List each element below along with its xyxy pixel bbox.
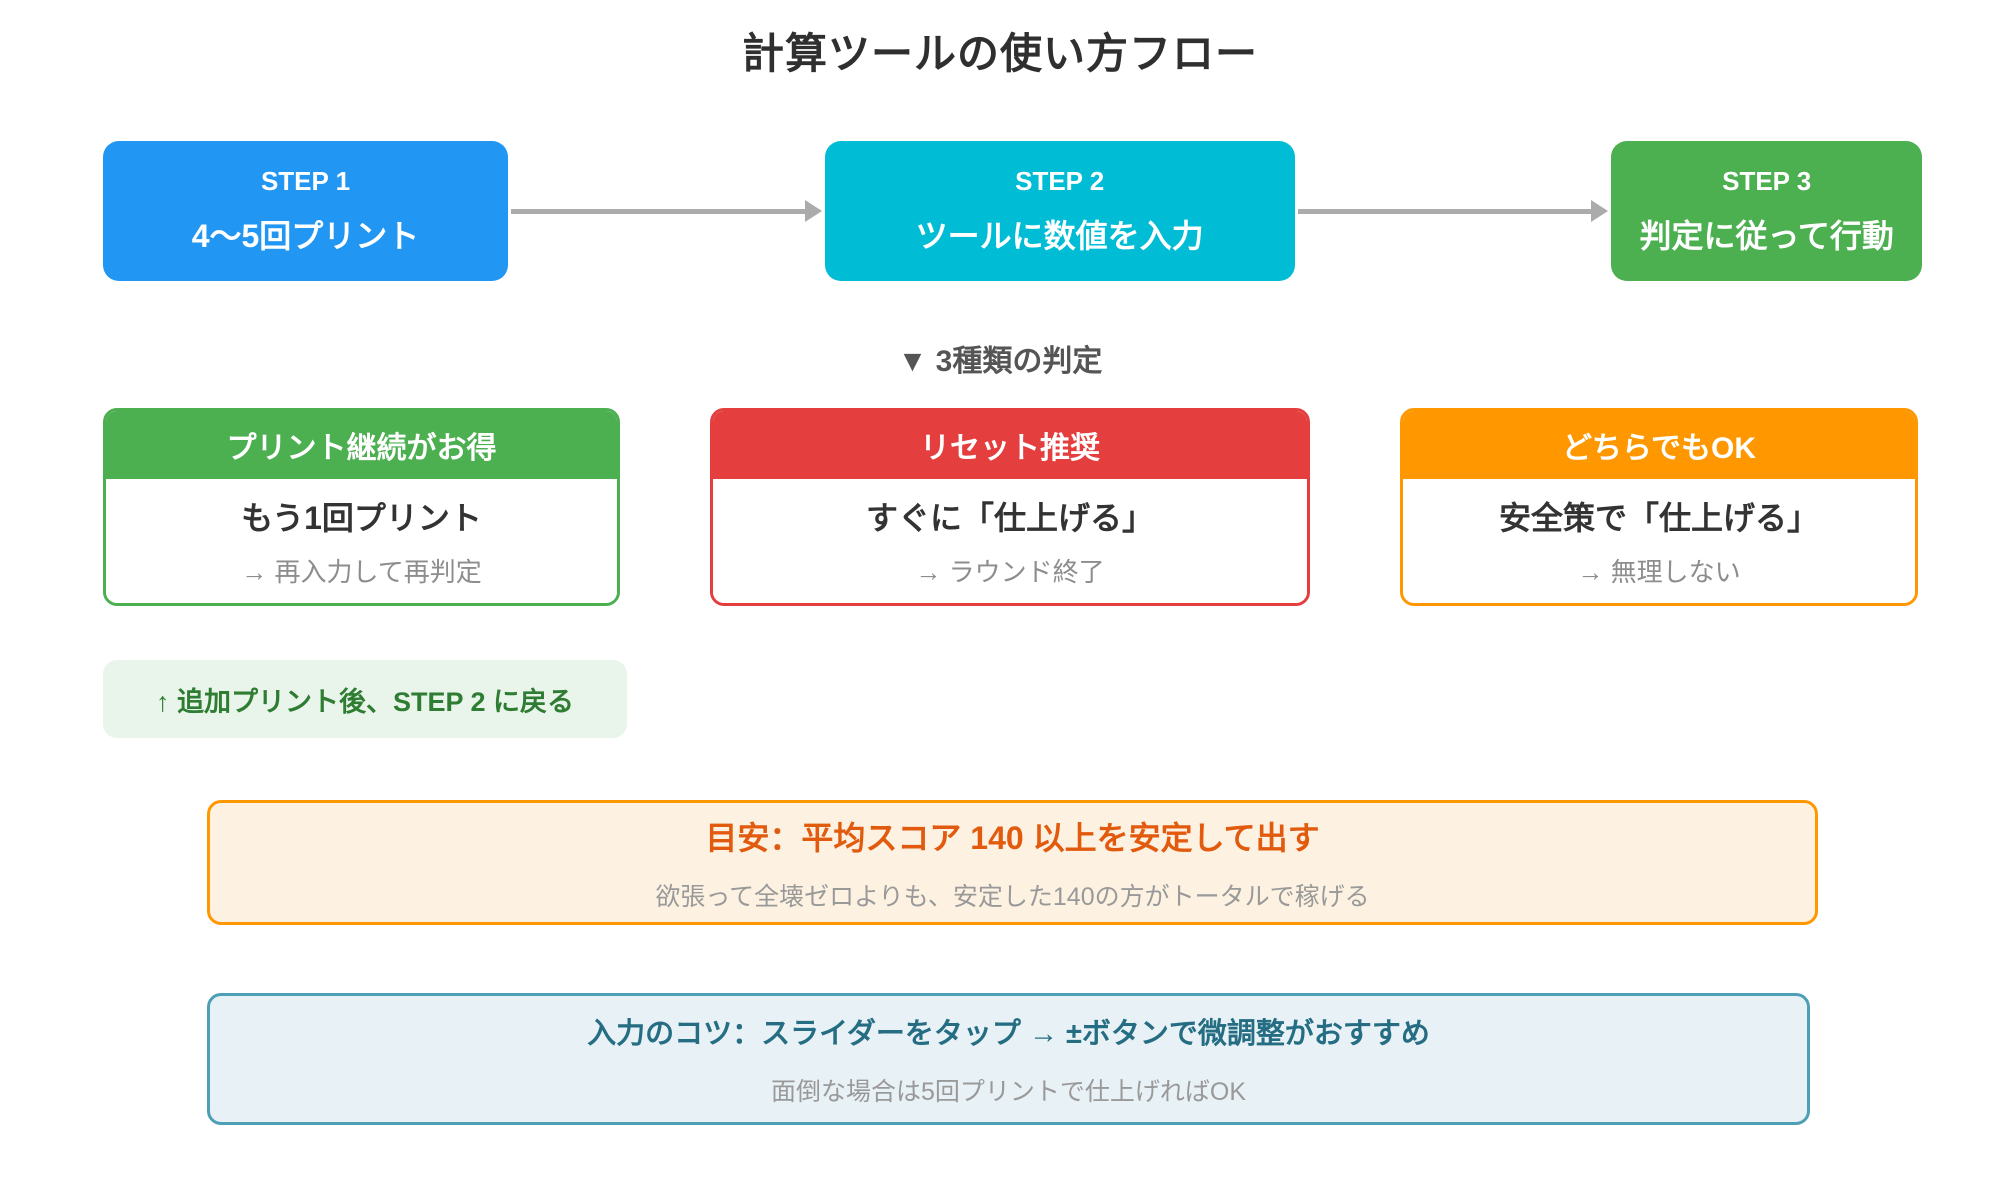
step-3-label: STEP 3	[1722, 165, 1812, 196]
flow-arrow-icon	[508, 141, 825, 281]
steps-row: STEP 1 4〜5回プリント STEP 2 ツールに数値を入力 STEP 3 …	[103, 141, 1923, 281]
step-3-box: STEP 3 判定に従って行動	[1611, 141, 1923, 281]
goal-box: 目安：平均スコア 140 以上を安定して出す 欲張って全壊ゼロよりも、安定した1…	[207, 800, 1818, 925]
arrow-head	[804, 200, 822, 222]
goal-box-subtitle: 欲張って全壊ゼロよりも、安定した140の方がトータルで稼げる	[655, 882, 1370, 911]
arrow-head	[1591, 200, 1609, 222]
step-1-title: 4〜5回プリント	[191, 217, 420, 254]
loop-note-text: ↑ 追加プリント後、STEP 2 に戻る	[155, 686, 575, 717]
judgment-card-reset: リセット推奨 すぐに「仕上げる」 → ラウンド終了	[710, 408, 1310, 606]
step-1-label: STEP 1	[260, 165, 351, 196]
step-1-box: STEP 1 4〜5回プリント	[103, 141, 508, 281]
judgment-card-continue-note: → 再入力して再判定	[241, 557, 482, 587]
arrow-line	[511, 208, 805, 214]
judgment-card-reset-body: すぐに「仕上げる」 → ラウンド終了	[713, 479, 1307, 603]
step-2-label: STEP 2	[1015, 165, 1105, 196]
judgment-cards-row: プリント継続がお得 もう1回プリント → 再入力して再判定 リセット推奨 すぐに…	[103, 408, 1918, 606]
tip-box: 入力のコツ：スライダーをタップ → ±ボタンで微調整がおすすめ 面倒な場合は5回…	[207, 993, 1810, 1125]
loop-note: ↑ 追加プリント後、STEP 2 に戻る	[103, 660, 627, 738]
judgment-card-either-note: → 無理しない	[1577, 557, 1741, 587]
tip-box-subtitle: 面倒な場合は5回プリントで仕上げればOK	[770, 1078, 1247, 1106]
judgment-card-either-action: 安全策で「仕上げる」	[1498, 500, 1819, 536]
judgment-card-either: どちらでもOK 安全策で「仕上げる」 → 無理しない	[1400, 408, 1918, 606]
judgment-card-continue-action: もう1回プリント	[241, 500, 482, 536]
tip-box-title: 入力のコツ：スライダーをタップ → ±ボタンで微調整がおすすめ	[587, 1018, 1430, 1050]
step-2-title: ツールに数値を入力	[915, 217, 1204, 254]
judgment-card-continue-header: プリント継続がお得	[106, 411, 617, 479]
goal-box-title: 目安：平均スコア 140 以上を安定して出す	[705, 819, 1320, 856]
judgment-card-reset-action: すぐに「仕上げる」	[865, 500, 1154, 536]
page-title: 計算ツールの使い方フロー	[741, 30, 1258, 77]
judgment-heading: ▼ 3種類の判定	[897, 345, 1103, 378]
judgment-card-either-body: 安全策で「仕上げる」 → 無理しない	[1403, 479, 1915, 603]
step-2-box: STEP 2 ツールに数値を入力	[824, 141, 1295, 281]
step-3-title: 判定に従って行動	[1639, 217, 1894, 254]
judgment-card-reset-header: リセット推奨	[713, 411, 1307, 479]
judgment-card-reset-note: → ラウンド終了	[915, 557, 1105, 587]
judgment-card-continue-body: もう1回プリント → 再入力して再判定	[106, 479, 617, 603]
arrow-line	[1297, 208, 1592, 214]
judgment-card-either-header: どちらでもOK	[1403, 411, 1915, 479]
judgment-card-continue: プリント継続がお得 もう1回プリント → 再入力して再判定	[103, 408, 620, 606]
flow-arrow-icon	[1295, 141, 1612, 281]
